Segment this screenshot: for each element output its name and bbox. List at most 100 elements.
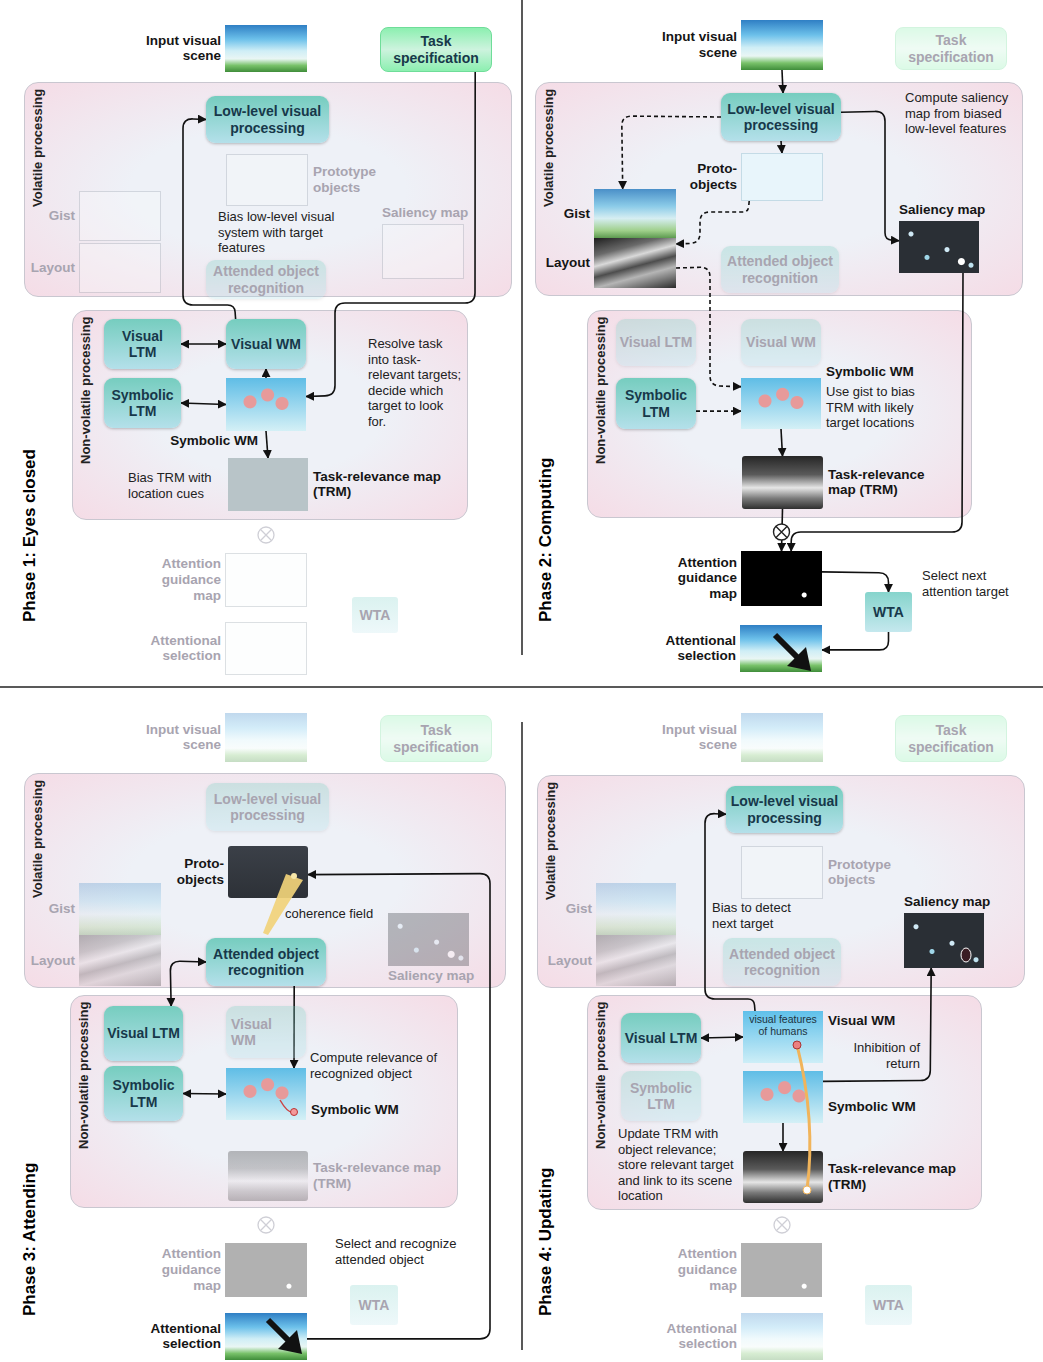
multiply-symbol	[774, 524, 790, 540]
process-box: Visual LTM	[104, 319, 181, 369]
image-thumbnail: Symbolic WM	[741, 378, 821, 429]
box-fill	[206, 938, 326, 986]
annotation: Compute relevance of recognized object	[310, 1050, 450, 1081]
memory-link	[797, 1045, 810, 1190]
connector	[307, 874, 490, 1339]
connector	[183, 119, 236, 319]
annotation: Update TRM with object relevance; store …	[618, 1126, 740, 1204]
image-thumbnail: Task-relevance map (TRM)	[228, 458, 308, 511]
box-fill	[225, 1313, 307, 1360]
box-fill	[79, 243, 161, 293]
wta-box: WTA	[352, 597, 398, 633]
node-label: Volatile processing	[543, 782, 558, 900]
box-fill	[225, 713, 307, 762]
box-fill	[743, 1071, 823, 1123]
annotation: Resolve task into task-relevant targets;…	[368, 336, 464, 430]
node-label: Task-relevance map (TRM)	[313, 1160, 453, 1192]
annotation: Select and recognize attended object	[335, 1236, 475, 1267]
image-thumbnail: Input visual scene	[225, 713, 307, 762]
task-box: Task specification	[380, 27, 492, 72]
box-fill	[741, 846, 823, 899]
multiply-symbol	[258, 527, 274, 543]
node-label: Symbolic LTM	[621, 1080, 701, 1113]
node-label: Proto-objects	[677, 161, 737, 193]
task-box: Task specification	[895, 715, 1007, 762]
annotation: Bias to detect next target	[712, 900, 812, 931]
process-box: Low-level visual processing	[721, 93, 841, 141]
wta-box: WTA	[865, 1285, 912, 1325]
node-label: Visual WM	[226, 1016, 306, 1049]
node-label: Visual LTM	[104, 328, 181, 361]
node-label: Attention guidance map	[141, 1246, 221, 1294]
multiply-cross	[776, 526, 787, 537]
node-label: Task specification	[380, 722, 492, 755]
image-thumbnail: Input visual scene	[225, 25, 307, 72]
box-fill	[741, 153, 823, 201]
connector	[823, 968, 931, 1081]
connector	[822, 572, 889, 592]
box-fill	[741, 378, 821, 429]
box-fill	[228, 846, 308, 898]
link-squiggle	[280, 1100, 294, 1112]
connector	[781, 429, 783, 456]
process-box: Visual LTM	[616, 319, 696, 366]
processing-region: Non-volatile processingVisual LTMVisual …	[587, 310, 972, 518]
wta-box: WTA	[865, 592, 912, 632]
connector	[622, 116, 721, 189]
node-label: Attentional selection	[131, 1321, 221, 1353]
image-thumbnail: Proto-objects	[741, 153, 823, 201]
selection-arrow-head	[787, 647, 811, 671]
node-label: Saliency map	[904, 894, 1014, 910]
box-fill	[104, 1066, 183, 1121]
node-label: Low-level visual processing	[206, 791, 329, 824]
box-fill	[228, 1151, 308, 1201]
connector	[791, 273, 963, 551]
connector	[701, 1037, 743, 1038]
box-fill	[104, 378, 181, 428]
image-thumbnail: Task-relevance map (TRM)	[742, 456, 823, 509]
box-fill	[225, 622, 307, 675]
box-fill	[904, 913, 984, 968]
node-label: Symbolic LTM	[104, 387, 181, 420]
inhibited-spot	[961, 948, 971, 962]
image-thumbnail: Gist	[79, 191, 161, 241]
node-label: Attentional selection	[131, 633, 221, 665]
node-label: Gist	[550, 206, 590, 222]
box-fill	[621, 1071, 701, 1121]
connector	[266, 431, 268, 458]
annotation: Inhibition of return	[850, 1040, 920, 1071]
multiply-symbol	[258, 1217, 274, 1233]
node-label: Task specification	[895, 722, 1007, 755]
selection-arrow-head	[278, 1330, 302, 1354]
box-fill	[226, 154, 308, 206]
node-label: Prototype objects	[828, 857, 908, 889]
connector	[782, 1123, 784, 1151]
node-label: Visual WM	[828, 1013, 928, 1029]
process-box: Symbolic LTM	[621, 1071, 701, 1121]
image-thumbnail: Attention guidance map	[225, 553, 307, 607]
node-label: Input visual scene	[642, 29, 737, 61]
image-thumbnail: Symbolic WM	[226, 1068, 306, 1120]
box-fill	[104, 319, 181, 369]
phase-title: Phase 3: Attending	[20, 1163, 40, 1316]
connector	[696, 410, 741, 412]
multiply-circle	[774, 1217, 790, 1233]
node-label: Low-level visual processing	[206, 103, 329, 136]
link-end	[793, 1041, 801, 1049]
process-box: Attended object recognition	[206, 260, 326, 299]
proto-object-dot	[291, 873, 297, 879]
image-thumbnail: Saliency map	[904, 913, 984, 968]
node-label: Visual WM	[741, 334, 821, 351]
box-fill	[899, 221, 979, 273]
box-fill	[79, 935, 161, 986]
wta-box: WTA	[350, 1285, 398, 1325]
process-box: Visual WM	[741, 319, 821, 366]
node-label: Symbolic WM	[826, 364, 936, 380]
node-label: Gist	[552, 901, 592, 917]
node-label: Saliency map	[899, 202, 1009, 218]
connector	[181, 343, 226, 345]
node-label: Attentional selection	[646, 633, 736, 665]
image-thumbnail: Input visual scene	[741, 713, 823, 762]
annotation: Compute saliency map from biased low-lev…	[905, 90, 1017, 137]
